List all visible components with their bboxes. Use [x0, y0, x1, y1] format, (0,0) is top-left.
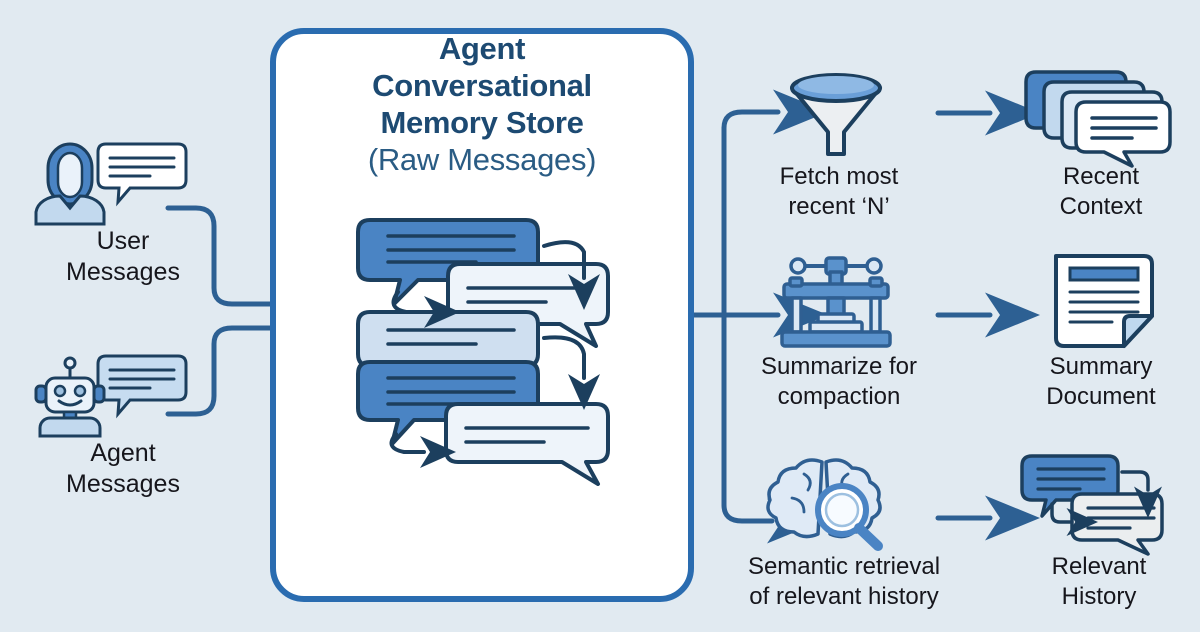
chat-history-icon [1020, 454, 1164, 556]
user-avatar-icon [34, 142, 188, 226]
source-agent-label-line2: Messages [66, 470, 180, 498]
conversation-thread-icon [356, 218, 610, 486]
page-title: Agent Conversational Memory Store (Raw M… [270, 30, 694, 178]
branch-relevant-history: Semantic retrieval of relevant history [712, 452, 1182, 632]
branch-recent-process-label: Fetch most recent ‘N’ [714, 162, 964, 222]
funnel-icon [790, 73, 882, 156]
branch-recent-output-label: Recent Context [1006, 162, 1196, 222]
branch-semantic-output-line2: History [1061, 583, 1137, 610]
branch-summary-output-line2: Document [1046, 383, 1156, 410]
branch-summary-output-line1: Summary [1049, 353, 1153, 380]
robot-icon [34, 354, 188, 438]
branch-recent-output-line2: Context [1059, 193, 1143, 220]
branch-summary-output-label: Summary Document [1006, 352, 1196, 412]
source-user-label-line1: User [96, 227, 150, 255]
branch-semantic-process-line1: Semantic retrieval [747, 553, 941, 580]
brain-search-icon [766, 458, 883, 551]
card-title-line4: (Raw Messages) [367, 142, 597, 177]
branch-semantic-output-label: Relevant History [1004, 552, 1194, 612]
source-agent-label-line1: Agent [90, 439, 156, 467]
branch-semantic-process-line2: of relevant history [749, 583, 939, 610]
branch-recent-process-line2: recent ‘N’ [788, 193, 890, 220]
branch-recent-output-line1: Recent [1062, 163, 1140, 190]
press-machine-icon [780, 256, 892, 348]
branch-summary-document: Summarize for compaction Summary Documen… [720, 252, 1190, 432]
speech-bubble-icon [96, 354, 188, 419]
source-agent-messages: Agent Messages [18, 352, 228, 500]
source-user-messages: User Messages [18, 140, 228, 288]
card-title-line1: Agent [438, 31, 526, 66]
stacked-messages-icon [1024, 70, 1172, 168]
branch-semantic-output-line1: Relevant [1051, 553, 1147, 580]
source-user-label-line2: Messages [66, 258, 180, 286]
branch-summary-process-label: Summarize for compaction [714, 352, 964, 412]
document-icon [1054, 254, 1154, 348]
branch-recent-context: Fetch most recent ‘N’ Recent Context [720, 62, 1190, 242]
card-title-line2: Conversational [372, 68, 592, 103]
branch-recent-process-line1: Fetch most [779, 163, 899, 190]
branch-summary-process-line2: compaction [777, 383, 901, 410]
card-title-line3: Memory Store [380, 105, 584, 140]
branch-semantic-process-label: Semantic retrieval of relevant history [694, 552, 994, 612]
speech-bubble-icon [96, 142, 188, 207]
branch-summary-process-line1: Summarize for [760, 353, 918, 380]
